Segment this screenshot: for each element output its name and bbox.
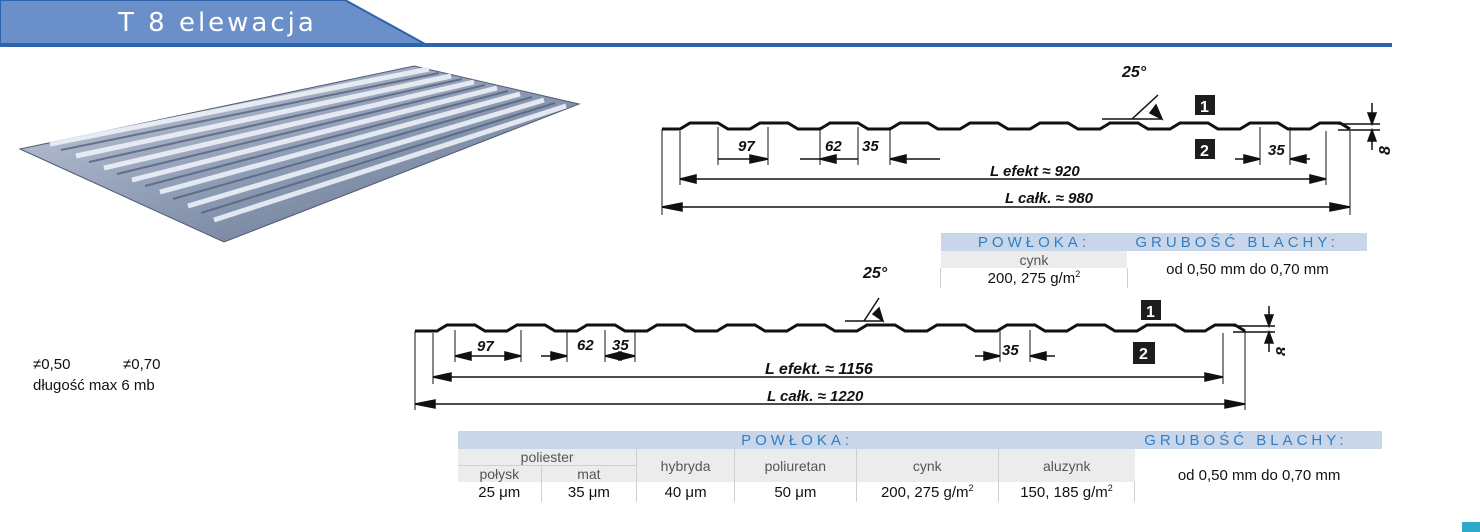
hybryda-value: 40 μm [636, 482, 735, 502]
side-2-badge [1195, 139, 1215, 159]
thickness-070-note: ≠0,70 [123, 356, 161, 373]
mat-label: mat [540, 465, 637, 482]
dim-62-label: 62 [825, 138, 842, 155]
thickness-value: od 0,50 mm do 0,70 mm [1136, 449, 1382, 502]
table-spacer [1134, 449, 1137, 502]
dim-35-label: 35 [862, 138, 879, 155]
coating-header: POWŁOKA: [940, 233, 1128, 251]
max-length-note: długość max 6 mb [33, 377, 155, 394]
l-efekt-label: L efekt. ≈ 1156 [765, 361, 873, 378]
side-1-badge [1195, 95, 1215, 115]
aluzynk-label: aluzynk [997, 449, 1135, 482]
hybryda-label: hybryda [636, 449, 735, 482]
coating-header: POWŁOKA: [458, 431, 1137, 449]
cynk-label: cynk [855, 449, 999, 482]
page-title: T 8 elewacja [118, 8, 317, 38]
header-banner [0, 0, 1392, 47]
dim-97-label: 97 [477, 338, 494, 355]
poliester-label: poliester [458, 449, 637, 466]
polysk-value: 25 μm [458, 482, 542, 502]
profile-drawing-top: 97 62 35 35 L efekt ≈ 920 L całk. ≈ 980 … [661, 64, 1390, 215]
sheet-metal-illustration [18, 65, 581, 243]
aluzynk-value: 150, 185 g/m2 [997, 482, 1136, 502]
height-label: 8 [1377, 146, 1390, 155]
sheet-ribs [49, 66, 567, 223]
dim-35-label: 35 [612, 337, 629, 354]
angle-label: 25° [862, 265, 888, 282]
mat-value: 35 μm [540, 482, 637, 502]
corner-marker [1462, 522, 1480, 532]
side-2-label: 2 [1200, 143, 1209, 160]
header-tab-shape [0, 0, 425, 44]
dim-97-label: 97 [738, 138, 755, 155]
side-1-badge [1141, 300, 1161, 320]
poliuretan-value: 50 μm [733, 482, 857, 502]
coating-table-bottom: POWŁOKA: GRUBOŚĆ BLACHY: poliester hybry… [458, 431, 1382, 502]
thickness-050-note: ≠0,50 [33, 356, 71, 373]
side-1-label: 1 [1146, 304, 1155, 321]
l-efekt-label: L efekt ≈ 920 [990, 163, 1080, 180]
profile-line [662, 121, 1351, 131]
thickness-value: od 0,50 mm do 0,70 mm [1127, 251, 1367, 288]
thickness-header: GRUBOŚĆ BLACHY: [1136, 431, 1382, 449]
dim-35-right-label: 35 [1268, 142, 1285, 159]
l-calk-label: L całk. ≈ 1220 [767, 388, 864, 405]
thickness-header: GRUBOŚĆ BLACHY: [1127, 233, 1367, 251]
height-label: 8 [1274, 347, 1285, 356]
angle-label: 25° [1121, 64, 1147, 81]
cynk-value: 200, 275 g/m2 [855, 482, 999, 502]
dim-35-right-label: 35 [1002, 342, 1019, 359]
side-1-label: 1 [1200, 99, 1209, 116]
coating-table-top: POWŁOKA: GRUBOŚĆ BLACHY: cynk od 0,50 mm… [940, 233, 1367, 288]
coating-name-cynk: cynk [940, 251, 1128, 268]
side-2-label: 2 [1139, 346, 1148, 363]
profile-line [415, 323, 1246, 333]
coating-value-cynk: 200, 275 g/m2 [940, 268, 1128, 288]
side-2-badge [1133, 342, 1155, 364]
dim-62-label: 62 [577, 337, 594, 354]
l-calk-label: L całk. ≈ 980 [1005, 190, 1094, 207]
polysk-label: połysk [458, 465, 542, 482]
poliuretan-label: poliuretan [733, 449, 857, 482]
header-rule [0, 43, 1392, 47]
profile-drawing-bottom: 97 62 35 35 L efekt. ≈ 1156 L całk. ≈ 12… [414, 265, 1285, 410]
